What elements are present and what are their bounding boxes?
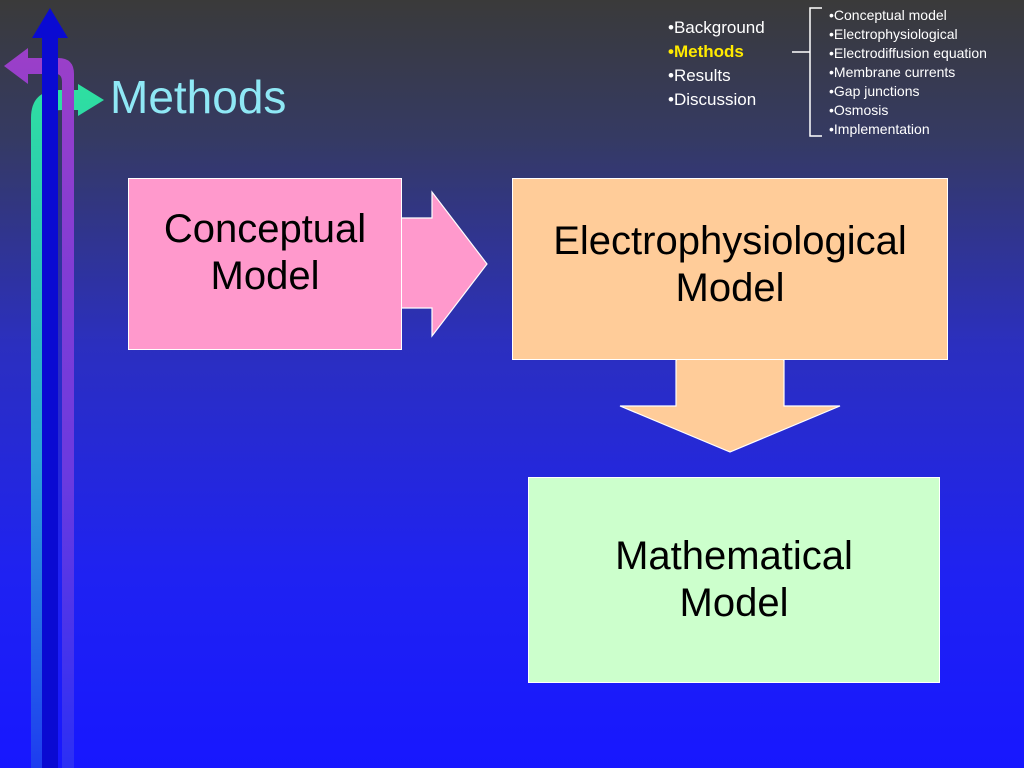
outline-item-methods: •Methods [668, 42, 744, 61]
green-bent-arrow-icon [31, 84, 104, 768]
conceptual-model-line1: Conceptual [163, 206, 367, 251]
arrow-down-icon [619, 359, 841, 453]
blue-up-arrow-icon [32, 8, 68, 768]
subsection-item: •Osmosis [829, 102, 889, 118]
outline-item-background: •Background [668, 18, 765, 37]
subsection-item: •Membrane currents [829, 64, 956, 80]
conceptual-model-box: Conceptual Model [128, 178, 402, 350]
outline-item-results: •Results [668, 66, 731, 85]
subsection-item: •Gap junctions [829, 83, 920, 99]
subsection-item: •Conceptual model [829, 7, 947, 23]
subsection-item: •Implementation [829, 121, 930, 137]
outline-bracket-icon [792, 7, 822, 137]
outline-item-discussion: •Discussion [668, 90, 757, 109]
subsection-item: •Electrodiffusion equation [829, 45, 987, 61]
subsection-item: •Electrophysiological [829, 26, 958, 42]
electrophysiological-model-line1: Electrophysiological [553, 218, 907, 263]
decorative-nav-arrows [4, 8, 104, 768]
section-outline: •Background •Methods •Results •Discussio… [668, 16, 765, 112]
slide-title: Methods [110, 71, 287, 123]
mathematical-model-line2: Model [679, 581, 789, 625]
electrophysiological-model-box: Electrophysiological Model [512, 178, 948, 360]
subsection-outline: •Conceptual model •Electrophysiological … [829, 6, 987, 139]
arrow-right-icon [400, 190, 488, 338]
purple-bent-arrow-icon [4, 48, 74, 768]
electrophysiological-model-line2: Model [675, 266, 785, 310]
mathematical-model-box: Mathematical Model [528, 477, 940, 683]
conceptual-model-line2: Model [210, 254, 320, 298]
mathematical-model-line1: Mathematical [615, 533, 853, 578]
